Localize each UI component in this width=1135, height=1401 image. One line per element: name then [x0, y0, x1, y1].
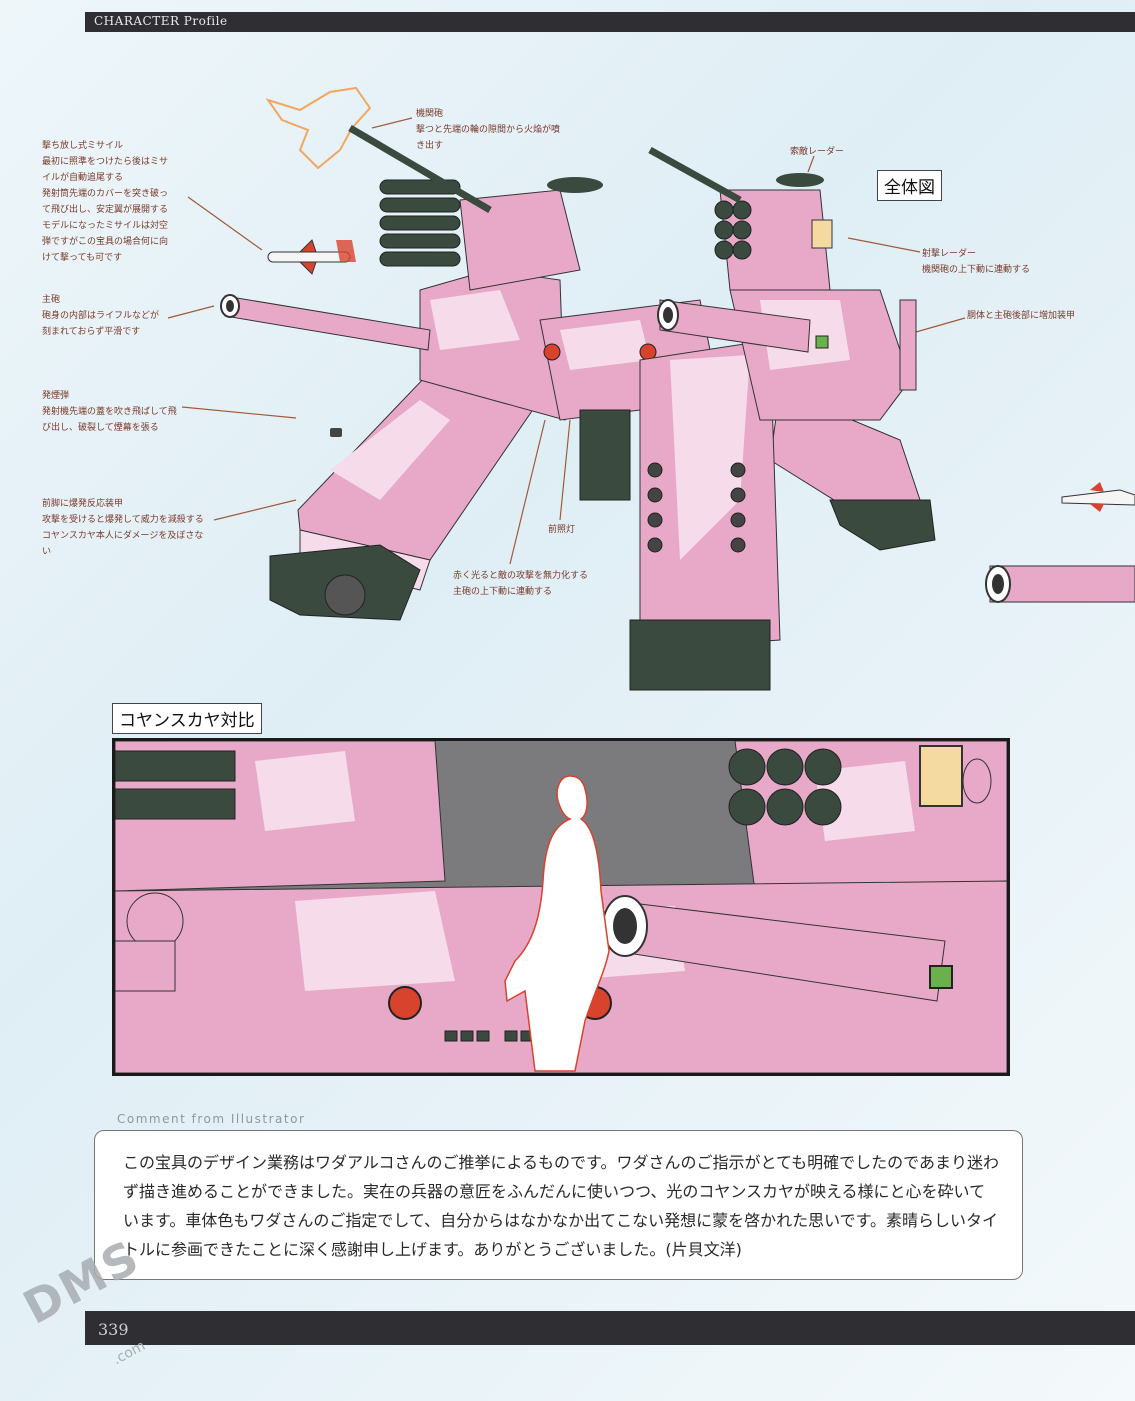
missile-left	[267, 239, 356, 275]
koyanskaya-silhouette	[504, 775, 610, 1072]
annotation-missile: 撃ち放し式ミサイル 最初に照準をつけたら後はミサ イルが自動追尾する 発射筒先端…	[42, 141, 169, 263]
red-light-left	[543, 343, 561, 361]
header-title: CHARACTER Profile	[94, 14, 228, 28]
annotation-headlight: 前照灯	[548, 525, 576, 535]
comparison-panel	[112, 738, 1010, 1076]
leader-lines	[167, 117, 966, 565]
overview-label: 全体図	[877, 170, 942, 201]
annotation-search-radar: 索敵レーダー	[790, 147, 845, 157]
tank-illustration	[167, 86, 1135, 691]
comment-heading: Comment from Illustrator	[117, 1112, 306, 1126]
comparison-label: コヤンスカヤ対比	[112, 703, 262, 734]
annotation-main-gun: 主砲 砲身の内部はライフルなどが 刻まれておらず平滑です	[42, 295, 160, 337]
smoke-shell	[330, 428, 342, 437]
center-track	[579, 339, 781, 691]
footer-bar	[85, 1311, 1135, 1345]
comment-box: この宝具のデザイン業務はワダアルコさんのご推挙によるものです。ワダさんのご指示が…	[94, 1130, 1023, 1280]
left-main-gun	[220, 294, 431, 351]
left-front-leg	[269, 329, 561, 621]
right-main-gun	[657, 299, 811, 353]
annotation-armor: 胴体と主砲後部に増加装甲	[967, 311, 1076, 321]
annotation-reactive-armor: 前脚に爆発反応装甲 攻撃を受けると爆発して威力を減殺する コヤンスカヤ本人にダメ…	[42, 499, 204, 557]
missile-right	[1061, 482, 1135, 512]
left-turret	[348, 124, 603, 421]
muzzle-flash	[265, 86, 372, 170]
annotation-red-light: 赤く光ると敵の攻撃を無力化する 主砲の上下動に連動する	[453, 571, 589, 597]
comment-body: この宝具のデザイン業務はワダアルコさんのご推挙によるものです。ワダさんのご指示が…	[123, 1153, 1000, 1259]
annotation-smoke: 発煙弾 発射機先端の蓋を吹き飛ばして飛 び出し、破裂して煙幕を張る	[42, 391, 177, 433]
comparison-illustration	[115, 741, 1007, 1073]
header-bar: CHARACTER Profile	[85, 12, 1135, 32]
right-gun-barrel	[985, 565, 1135, 603]
page-number: 339	[98, 1320, 129, 1339]
annotation-machine-gun: 機関砲 撃つと先端の輪の隙間から火焔が噴 き出す	[416, 109, 561, 151]
annotation-fire-radar: 射撃レーダー 機関砲の上下動に連動する	[922, 249, 1031, 275]
